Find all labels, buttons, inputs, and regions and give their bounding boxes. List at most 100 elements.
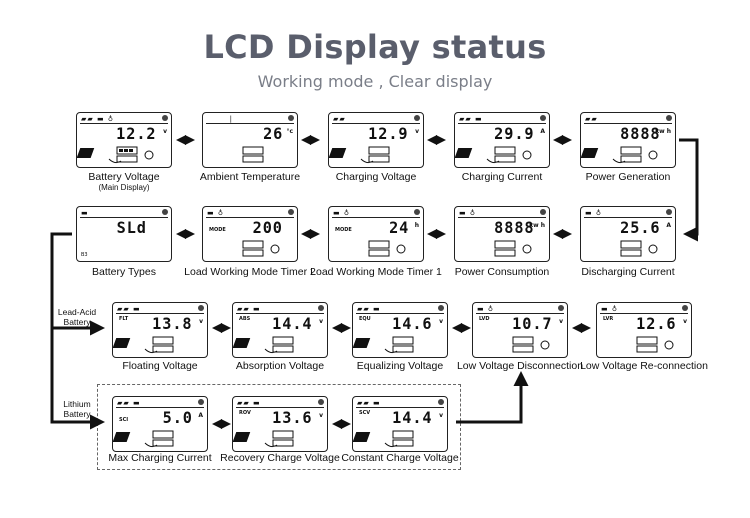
indicator-dot-icon <box>288 209 294 215</box>
lcd-low-voltage-disconnection: ▬ ♁ LVD 10.7 v <box>472 302 568 358</box>
battery-load-icon <box>242 240 280 257</box>
lead-acid-label: Lead-Acid Battery <box>57 307 97 327</box>
solar-battery-load-icon <box>581 146 658 164</box>
indicator-dot-icon <box>682 305 688 311</box>
lcd-value: 13.6 <box>272 408 313 427</box>
mode-tag: LVR <box>603 316 614 322</box>
status-icons: ▰▰ ▬ <box>117 399 141 407</box>
label-absorption-voltage: Absorption Voltage <box>235 360 325 372</box>
label-battery-types: Battery Types <box>91 266 156 278</box>
indicator-dot-icon <box>540 209 546 215</box>
status-icons: ▰▰ ▬ <box>237 399 261 407</box>
mode-tag: MODE <box>335 227 352 233</box>
battery-load-icon <box>620 240 658 257</box>
lcd-value: 25.6 <box>620 218 661 237</box>
label-power-consumption: Power Consumption <box>454 266 550 278</box>
lcd-ambient-temperature: | 26 °c <box>202 112 298 168</box>
label-battery-voltage: Battery Voltage <box>88 171 160 183</box>
lcd-unit: °c <box>286 128 293 135</box>
battery-load-icon <box>494 240 532 257</box>
lcd-value: 14.4 <box>392 408 433 427</box>
indicator-dot-icon <box>540 115 546 121</box>
lcd-battery-voltage: ▰▰ ▬ ♁ 12.2 v <box>76 112 172 168</box>
status-icons: ▰▰ ▬ <box>237 305 261 313</box>
lcd-value: 14.4 <box>272 314 313 333</box>
indicator-dot-icon <box>198 399 204 405</box>
mode-tag: LVD <box>479 316 490 322</box>
lcd-charging-current: ▰▰ ▬ 29.9 A <box>454 112 550 168</box>
lcd-power-generation: ▰▰ 8888 kw h <box>580 112 676 168</box>
status-icons: ▰▰ <box>333 115 346 123</box>
battery-icon <box>242 146 264 163</box>
lcd-unit: v <box>199 318 203 325</box>
lcd-discharging-current: ▬ ♁ 25.6 A <box>580 206 676 262</box>
lcd-value: SLd <box>116 218 147 237</box>
solar-battery-icon <box>233 336 294 354</box>
page-subtitle: Working mode , Clear display <box>257 72 493 91</box>
battery-load-icon <box>636 336 674 353</box>
status-icons: ▬ ♁ <box>477 305 494 313</box>
lcd-unit: A <box>540 128 545 135</box>
lcd-value: 12.6 <box>636 314 677 333</box>
lcd-load-timer-1: ▬ ♁ MODE 24 h <box>328 206 424 262</box>
indicator-dot-icon <box>198 305 204 311</box>
status-icons: ▰▰ ▬ <box>117 305 141 313</box>
indicator-dot-icon <box>558 305 564 311</box>
indicator-dot-icon <box>288 115 294 121</box>
lcd-unit: kw h <box>529 222 545 229</box>
solar-battery-icon <box>353 336 414 354</box>
lcd-value: 26 <box>262 124 283 143</box>
status-icons: ▬ ♁ <box>601 305 618 313</box>
lcd-value: 14.6 <box>392 314 433 333</box>
lcd-value: 200 <box>252 218 283 237</box>
label-discharging-current: Discharging Current <box>581 266 675 278</box>
status-icons: ▰▰ ▬ <box>357 399 381 407</box>
label-load-timer-2: Load Working Mode Timer 2 <box>184 266 316 278</box>
status-icons: ▬ ♁ <box>459 209 476 217</box>
mode-tag: SCV <box>359 410 371 416</box>
sublabel-main-display: (Main Display) <box>98 183 150 192</box>
lcd-value: 12.2 <box>116 124 157 143</box>
lcd-value: 12.9 <box>368 124 409 143</box>
label-low-voltage-reconnection: Low Voltage Re-connection <box>580 360 708 372</box>
label-charging-voltage: Charging Voltage <box>335 171 417 183</box>
mode-tag: ROV <box>239 410 251 416</box>
lcd-value: 8888 <box>494 218 535 237</box>
indicator-dot-icon <box>318 399 324 405</box>
lcd-unit: v <box>439 318 443 325</box>
solar-battery-load-icon <box>77 146 154 164</box>
battery-load-icon <box>512 336 550 353</box>
lcd-absorption-voltage: ▰▰ ▬ ABS 14.4 v <box>232 302 328 358</box>
solar-battery-icon <box>353 430 414 448</box>
label-power-generation: Power Generation <box>585 171 671 183</box>
solar-battery-icon <box>113 430 174 448</box>
lcd-value: 13.8 <box>152 314 193 333</box>
mode-tag: MODE <box>209 227 226 233</box>
double-arrow-icon <box>176 135 591 429</box>
label-load-timer-1: Load Working Mode Timer 1 <box>310 266 442 278</box>
label-recovery-charge-voltage: Recovery Charge Voltage <box>220 452 340 464</box>
lcd-unit: v <box>439 412 443 419</box>
lithium-label: Lithium Battery <box>63 399 91 419</box>
lcd-floating-voltage: ▰▰ ▬ FLT 13.8 v <box>112 302 208 358</box>
mode-tag: FLT <box>119 316 129 322</box>
status-icons: ▬ <box>81 209 89 217</box>
solar-battery-icon <box>113 336 174 354</box>
lcd-unit: h <box>414 222 419 229</box>
lcd-recovery-charge-voltage: ▰▰ ▬ ROV 13.6 v <box>232 396 328 452</box>
lcd-unit: kw h <box>655 128 671 135</box>
indicator-dot-icon <box>414 115 420 121</box>
status-icons: ▰▰ ▬ <box>459 115 483 123</box>
mode-tag: SCI <box>119 417 129 423</box>
lcd-value: 8888 <box>620 124 661 143</box>
lcd-unit: v <box>319 318 323 325</box>
status-icons: ▬ ♁ <box>207 209 224 217</box>
lcd-battery-types: ▬ SLd B3 <box>76 206 172 262</box>
indicator-dot-icon <box>438 305 444 311</box>
lcd-unit: v <box>163 128 167 135</box>
indicator-dot-icon <box>666 115 672 121</box>
page-title: LCD Display status <box>203 28 547 66</box>
lcd-unit: v <box>319 412 323 419</box>
label-low-voltage-disconnection: Low Voltage Disconnection <box>456 360 584 372</box>
lcd-value: 5.0 <box>162 408 193 427</box>
